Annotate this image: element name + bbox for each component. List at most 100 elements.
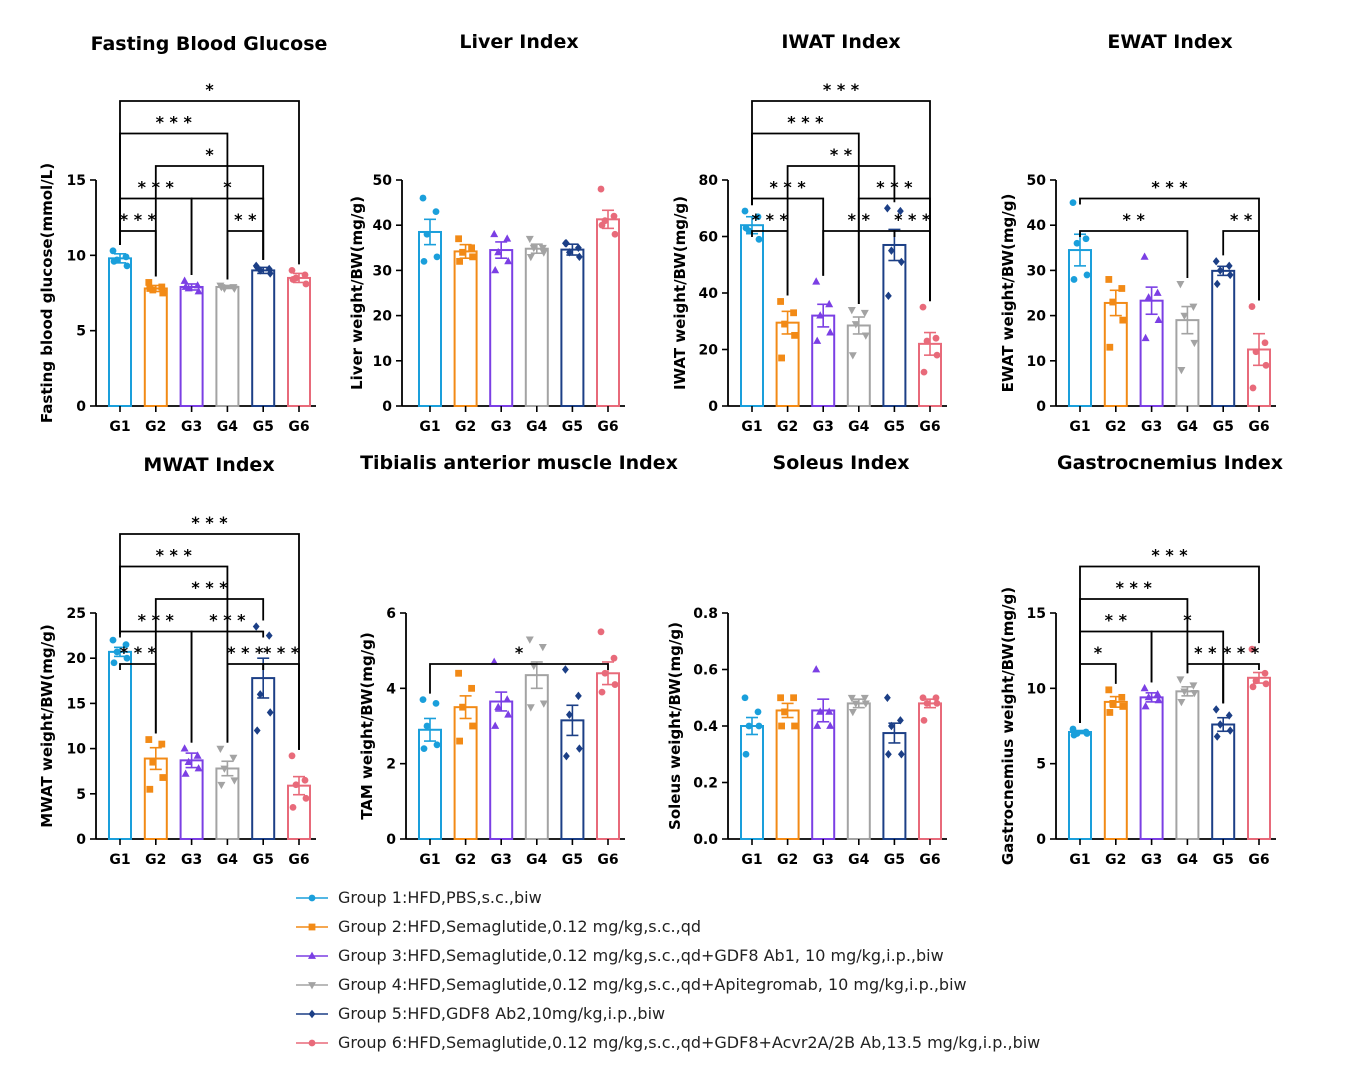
legend-marker-icon (296, 923, 328, 930)
data-point (525, 235, 534, 244)
significance-label: * * * (191, 578, 228, 597)
significance-bracket (1079, 197, 1260, 301)
y-tick-label: 60 (699, 230, 719, 246)
data-point (1180, 688, 1189, 696)
y-tick-label: 4 (386, 681, 396, 697)
y-tick-label: 20 (699, 343, 719, 359)
x-tick-label: G6 (288, 419, 309, 435)
data-point (149, 758, 157, 766)
y-tick-label: 0 (76, 832, 86, 848)
data-point (491, 266, 500, 274)
data-point (1189, 303, 1198, 311)
x-tick-label: G3 (813, 852, 834, 868)
significance-label: * * * (156, 113, 193, 132)
x-tick-label: G2 (455, 852, 476, 868)
data-point (781, 708, 788, 716)
significance-label: * * (1105, 611, 1128, 630)
significance-label: * * * (1116, 578, 1153, 597)
data-point (610, 212, 618, 220)
data-point (420, 745, 428, 752)
x-tick-label: G1 (741, 852, 762, 868)
data-point (1226, 726, 1234, 735)
data-point (1212, 257, 1220, 266)
data-point (1190, 339, 1199, 348)
x-tick-label: G5 (562, 852, 583, 868)
bar (1103, 700, 1128, 840)
data-point (432, 700, 440, 707)
chart-title: Tibialis anterior muscle Index (360, 452, 678, 474)
data-point (455, 669, 462, 677)
data-point (1262, 361, 1270, 369)
data-point (230, 285, 239, 293)
significance-bracket (786, 165, 896, 296)
data-point (230, 777, 239, 785)
legend-item: Group 6:HFD,Semaglutide,0.12 mg/kg,s.c.,… (296, 1028, 1040, 1057)
data-point (1070, 276, 1078, 283)
bar (287, 276, 311, 407)
data-point (109, 636, 117, 644)
y-tick-label: 10 (67, 742, 87, 758)
data-point (146, 785, 154, 793)
data-point (1262, 680, 1270, 688)
data-point (1069, 199, 1077, 207)
significance-label: * * * (191, 513, 228, 532)
data-point (1226, 270, 1234, 280)
y-tick-label: 0.0 (693, 832, 718, 848)
data-point (563, 239, 570, 248)
bar (251, 269, 276, 407)
data-point (745, 722, 753, 730)
data-point (525, 636, 534, 644)
x-tick-label: G1 (741, 419, 762, 435)
data-point (598, 221, 606, 229)
significance-bracket (154, 165, 265, 277)
chart-title: Fasting Blood Glucose (91, 33, 328, 55)
data-point (885, 291, 892, 301)
x-tick-label: G6 (597, 419, 618, 435)
data-point (110, 257, 118, 265)
data-point (158, 283, 166, 291)
x-tick-label: G5 (562, 419, 583, 435)
y-tick-label: 0 (382, 399, 392, 415)
data-point (491, 721, 500, 729)
y-tick-label: 30 (373, 263, 393, 279)
bar (143, 287, 168, 408)
data-point (288, 752, 296, 760)
data-point (825, 707, 834, 715)
data-point (1105, 686, 1113, 694)
y-tick-label: 20 (1027, 309, 1047, 325)
x-tick-label: G2 (1105, 419, 1126, 435)
data-point (1249, 384, 1257, 392)
significance-label: * * * (227, 643, 264, 662)
data-point (1154, 315, 1163, 324)
legend-marker-icon (296, 1009, 328, 1018)
bar (1139, 299, 1164, 407)
data-point (562, 665, 569, 674)
data-point (423, 230, 431, 238)
data-point (1118, 693, 1126, 701)
x-tick-label: G4 (217, 419, 238, 435)
data-point (1083, 271, 1091, 279)
bar (596, 672, 620, 840)
x-tick-label: G4 (526, 419, 547, 435)
data-point (289, 276, 297, 283)
data-point (884, 693, 891, 702)
data-point (1141, 333, 1150, 342)
x-tick-label: G3 (813, 419, 834, 435)
data-point (848, 708, 857, 717)
data-point (898, 750, 905, 759)
data-point (1105, 276, 1113, 283)
bar (1175, 690, 1200, 841)
y-tick-label: 50 (373, 173, 393, 189)
y-tick-label: 5 (76, 787, 86, 803)
x-tick-label: G6 (597, 852, 618, 868)
bar (179, 285, 204, 407)
bar (1068, 731, 1092, 841)
legend-marker (308, 1039, 316, 1046)
y-axis-label: Gastrocnemius weight/BW(mg/g) (999, 587, 1017, 865)
data-point (933, 351, 941, 359)
data-point (755, 235, 763, 243)
y-tick-label: 25 (67, 606, 86, 622)
y-tick-label: 2 (386, 757, 396, 773)
data-point (851, 321, 860, 329)
